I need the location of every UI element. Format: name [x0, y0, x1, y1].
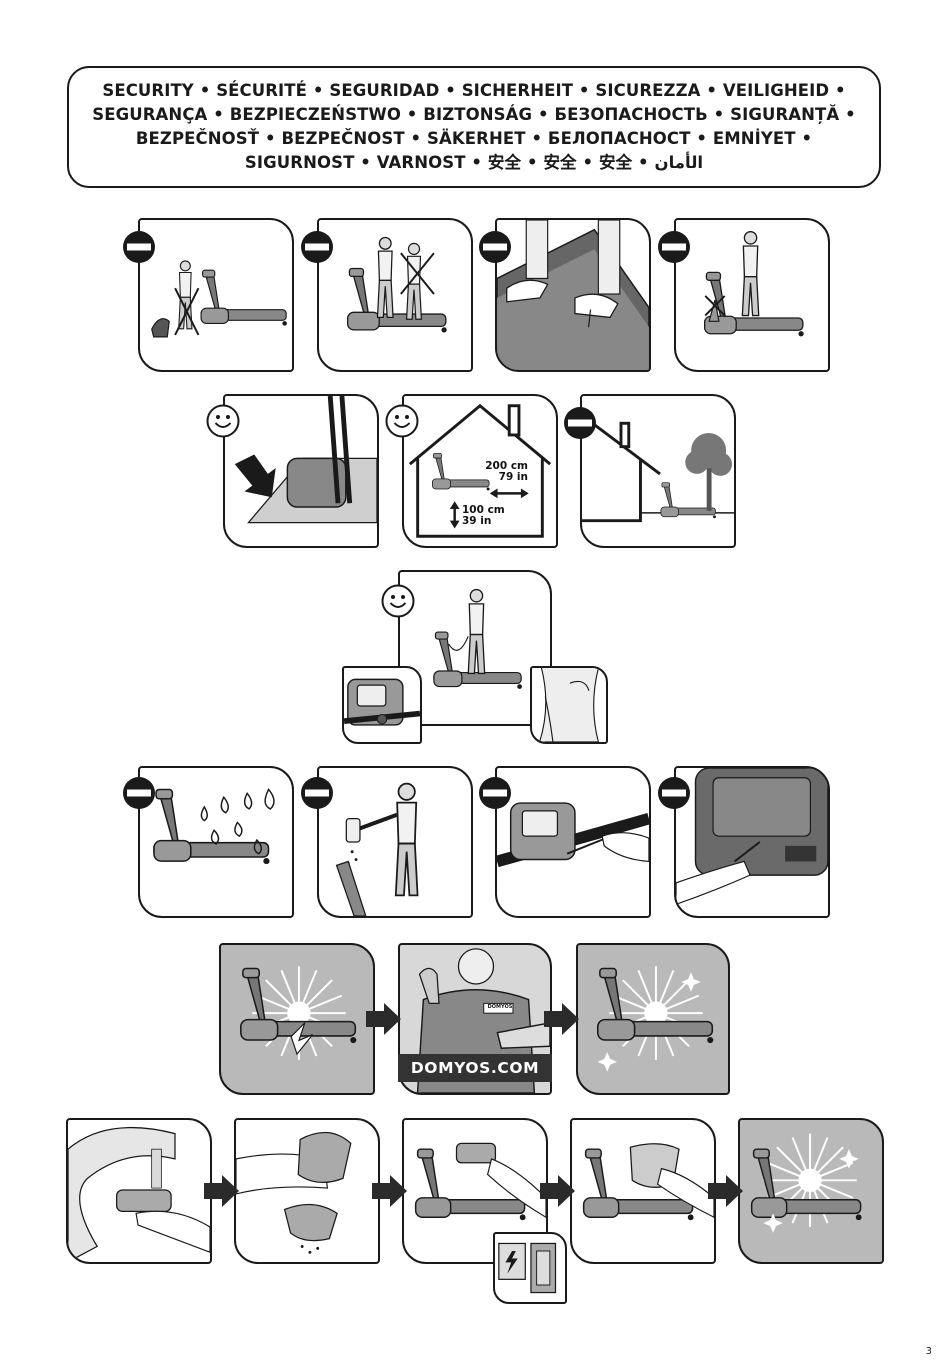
security-title-box: SECURITY • SÉCURITÉ • SEGURIDAD • SICHER… [67, 66, 881, 188]
illustration-clip-on-clothing-detail [530, 666, 608, 744]
illustration-no-outdoor-use [580, 394, 736, 548]
illustration-clean-treadmill-result [738, 1118, 884, 1264]
illustration-no-barefoot-belt [495, 218, 651, 372]
illustration-no-humidity [138, 766, 294, 918]
illustration-no-loose-clothing [674, 218, 830, 372]
prohibited-sign-icon [478, 776, 512, 810]
illustration-no-tools-on-console [495, 766, 651, 918]
prohibited-sign-icon [300, 230, 334, 264]
side-clearance-label: 200 cm 79 in [482, 461, 528, 483]
illustration-broken-treadmill [219, 943, 375, 1095]
security-title-line-2: SEGURANÇA • BEZPIECZEŃSTWO • BIZTONSÁG •… [92, 103, 856, 127]
next-step-arrow-icon [708, 1174, 744, 1208]
prohibited-sign-icon [122, 230, 156, 264]
prohibited-sign-icon [657, 776, 691, 810]
approved-smiley-icon [385, 404, 419, 438]
approved-smiley-icon [381, 584, 415, 618]
prohibited-sign-icon [563, 406, 597, 440]
rear-clearance-in: 39 in [462, 516, 512, 527]
approved-smiley-icon [206, 404, 240, 438]
next-step-arrow-icon [372, 1174, 408, 1208]
prohibited-sign-icon [300, 776, 334, 810]
illustration-repaired-treadmill [576, 943, 730, 1095]
security-title-line-3: BEZPEČNOSŤ • BEZPEČNOST • SÄKERHET • БЕЛ… [136, 127, 812, 151]
illustration-power-off-switch [493, 1232, 567, 1304]
security-title-line-1: SECURITY • SÉCURITÉ • SEGURIDAD • SICHER… [102, 79, 845, 103]
prohibited-sign-icon [478, 230, 512, 264]
prohibited-sign-icon [657, 230, 691, 264]
illustration-wet-sponge [66, 1118, 212, 1264]
illustration-protective-mat [223, 394, 379, 548]
illustration-console-key-detail [342, 666, 422, 744]
illustration-no-children-pets [138, 218, 294, 372]
mechanic-patch-label: DOMYOS [485, 1004, 515, 1010]
next-step-arrow-icon [366, 1002, 402, 1036]
next-step-arrow-icon [540, 1174, 576, 1208]
domyos-website-label: DOMYOS.COM [398, 1054, 552, 1082]
illustration-wring-sponge [234, 1118, 380, 1264]
security-title-line-4: SIGURNOST • VARNOST • 安全 • 安全 • 安全 • الأ… [245, 151, 703, 175]
page-number: 3 [926, 1346, 932, 1357]
illustration-no-liquids [317, 766, 473, 918]
prohibited-sign-icon [122, 776, 156, 810]
next-step-arrow-icon [204, 1174, 240, 1208]
next-step-arrow-icon [544, 1002, 580, 1036]
side-clearance-in: 79 in [482, 472, 528, 483]
rear-clearance-label: 100 cm 39 in [462, 505, 512, 527]
illustration-dry-treadmill-cloth [570, 1118, 716, 1264]
illustration-no-opening-motor-cover [674, 766, 830, 918]
illustration-one-user-only [317, 218, 473, 372]
